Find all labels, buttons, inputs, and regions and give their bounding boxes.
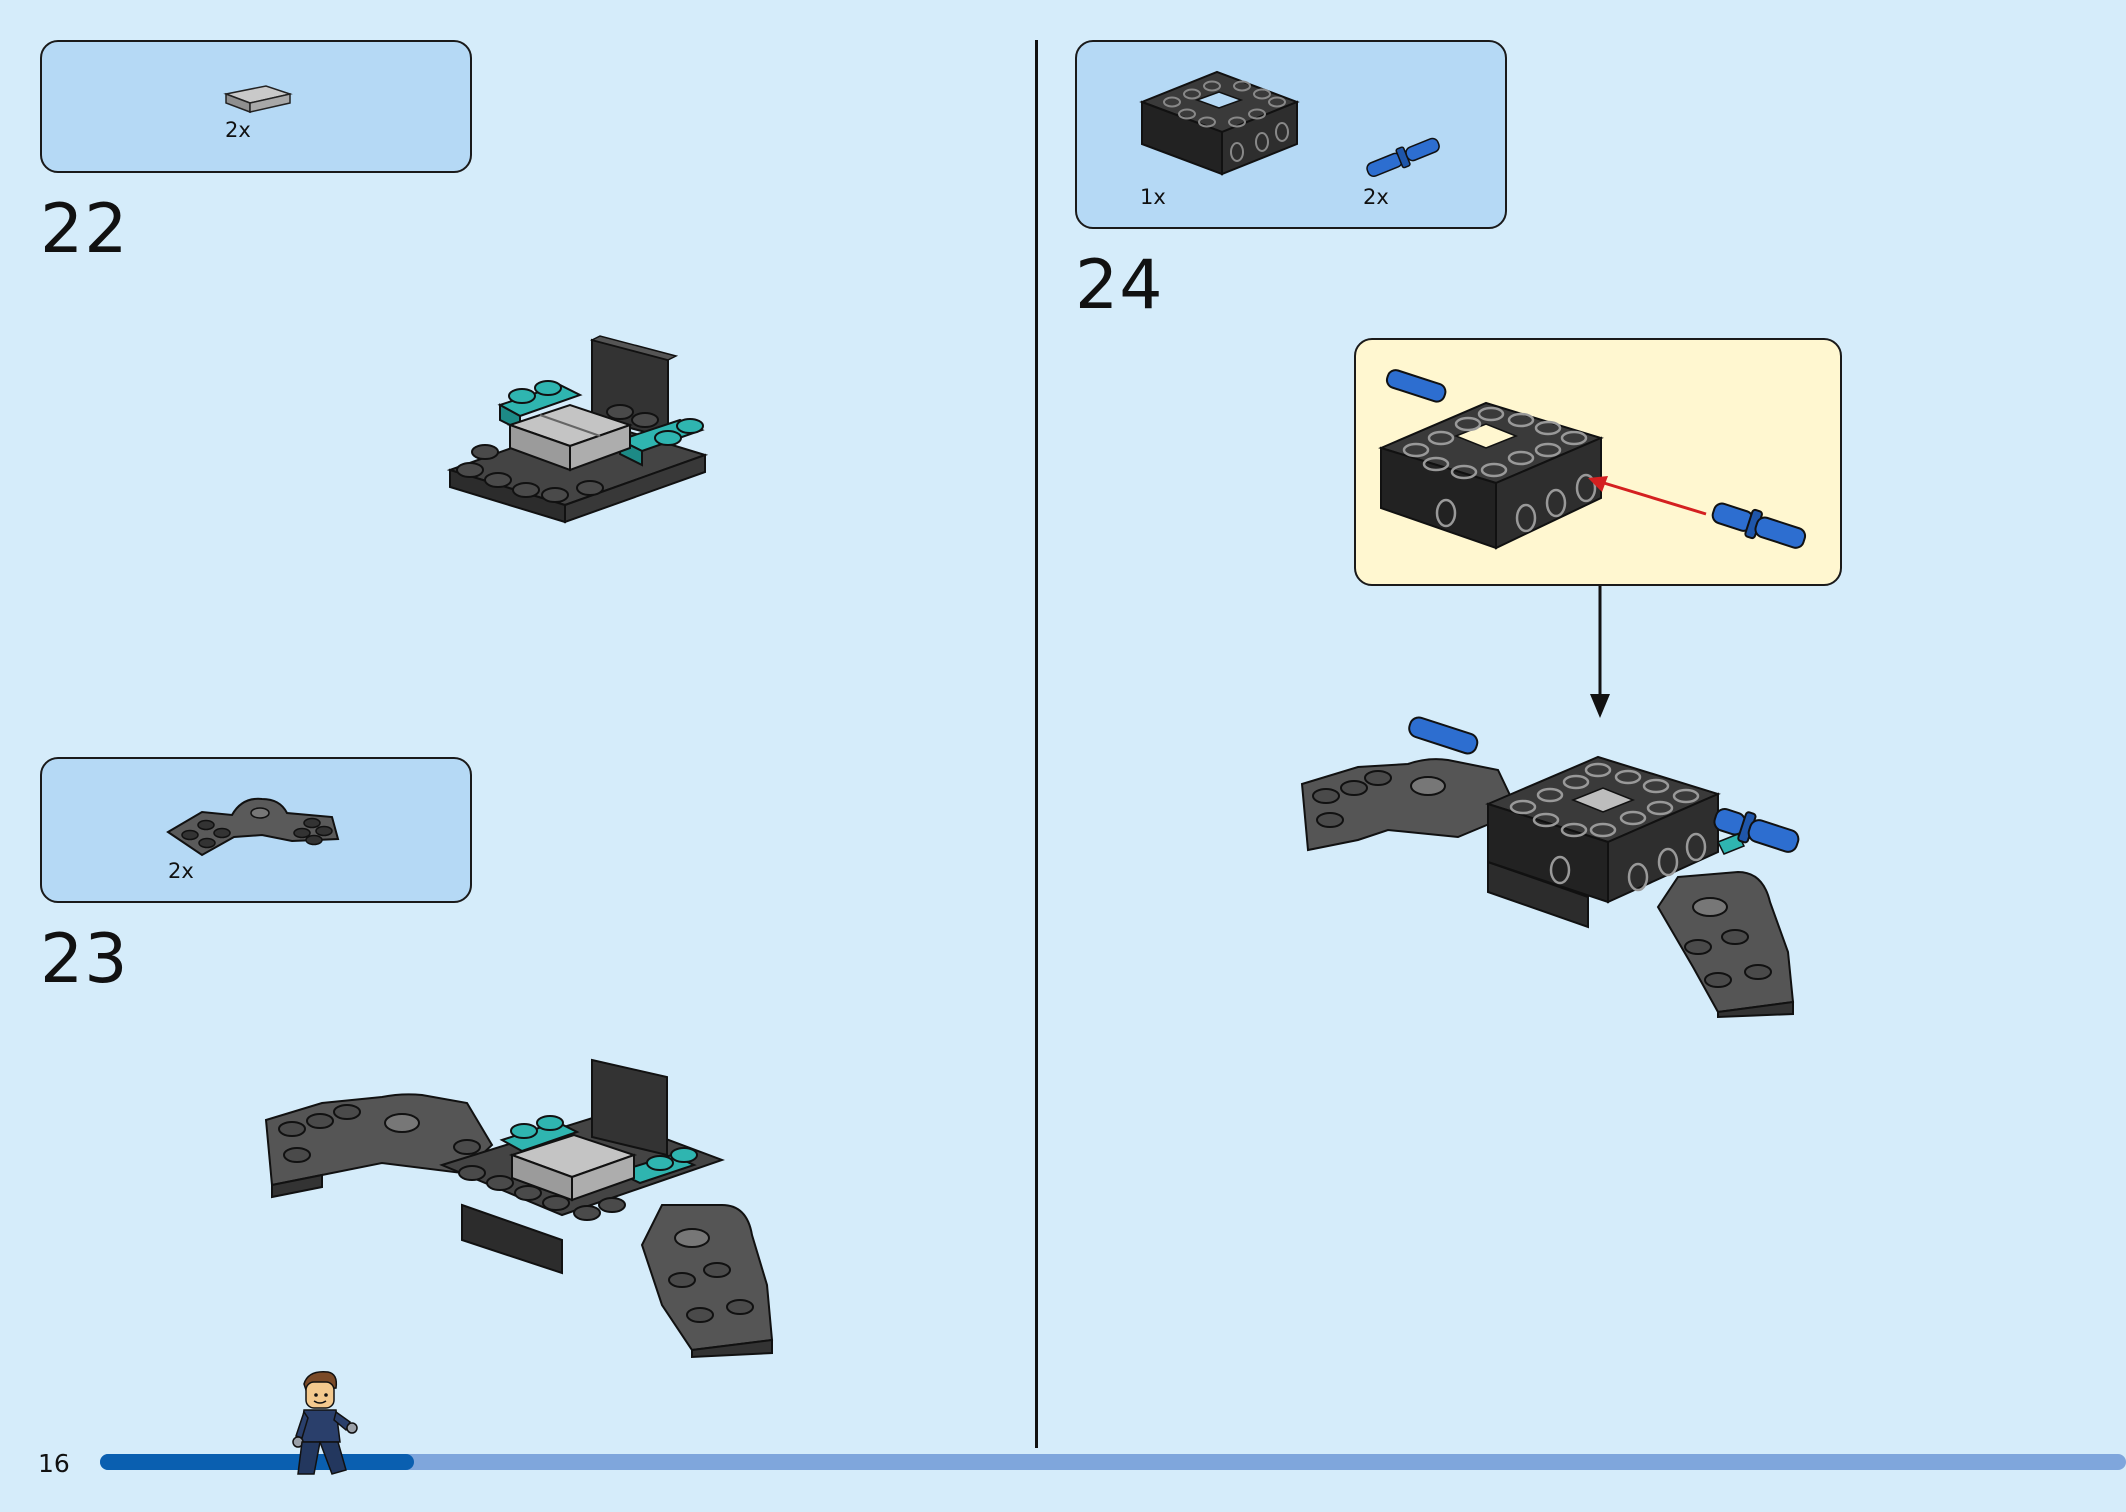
parts-box-step-24: 1x 2x [1075,40,1507,229]
step-number-24: 24 [1075,246,1164,325]
blue-technic-pin-icon [1366,137,1440,178]
technic-brick-frame-icon [1139,70,1300,176]
page-number: 16 [38,1449,70,1478]
parts-box-step-22: 2x [40,40,472,173]
step-22-assembly-illustration [446,335,709,524]
sub-assembly-callout [1354,338,1842,586]
part-quantity: 2x [1363,185,1389,209]
part-quantity: 2x [225,118,251,142]
progress-bar-remaining [100,1454,2126,1470]
progress-bar-fill [100,1454,414,1470]
curved-plate-icon [166,797,340,857]
gray-tile-icon [223,85,293,114]
column-divider [1035,40,1038,1448]
step-number-22: 22 [40,190,129,269]
part-quantity: 1x [1140,185,1166,209]
step-24-assembly-illustration [1300,716,1800,1019]
pin-insertion-illustration [1378,369,1807,550]
callout-arrow [1590,586,1610,718]
minifigure-icon [292,1371,358,1475]
progress-bar [100,1454,2126,1470]
parts-box-step-23: 2x [40,757,472,903]
step-23-assembly-illustration [264,1058,774,1359]
part-quantity: 2x [168,859,194,883]
step-number-23: 23 [40,920,129,999]
